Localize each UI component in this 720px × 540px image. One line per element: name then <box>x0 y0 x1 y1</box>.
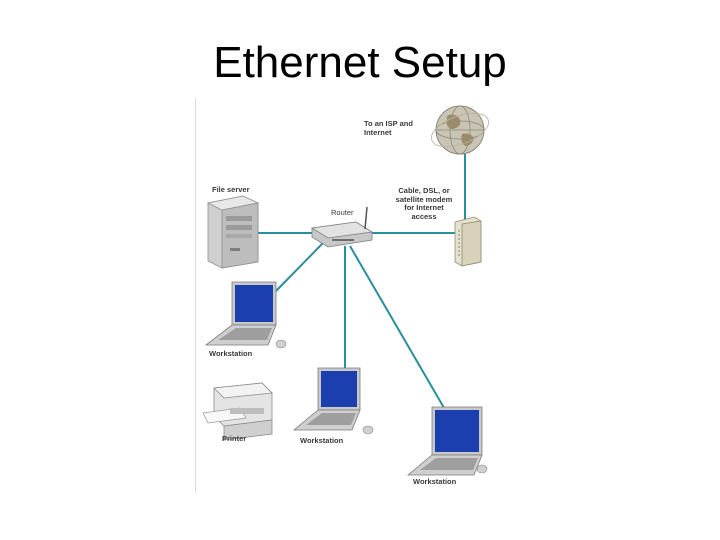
isp-label: To an ISP and Internet <box>364 119 413 137</box>
cable-modem-isp <box>464 151 470 220</box>
workstation-3-label: Workstation <box>413 477 457 486</box>
workstation-2-label: Workstation <box>300 436 344 445</box>
router-icon <box>310 206 374 248</box>
laptop-icon <box>204 281 287 349</box>
cable-router-workstation-1 <box>274 242 324 293</box>
file-server-icon <box>206 195 260 269</box>
cable-router-workstation-3 <box>349 245 448 414</box>
modem-icon <box>454 216 482 267</box>
printer-icon <box>202 382 273 441</box>
router-label: Router <box>331 208 354 217</box>
laptop-icon <box>406 406 488 476</box>
workstation-1-label: Workstation <box>209 349 253 358</box>
laptop-icon <box>292 367 374 435</box>
modem-label: Cable, DSL, or satellite modem for Inter… <box>395 186 453 221</box>
printer-label: Printer <box>222 434 247 443</box>
slide-title: Ethernet Setup <box>213 38 507 87</box>
globe-icon <box>431 105 489 155</box>
file-server-label: File server <box>212 185 250 194</box>
